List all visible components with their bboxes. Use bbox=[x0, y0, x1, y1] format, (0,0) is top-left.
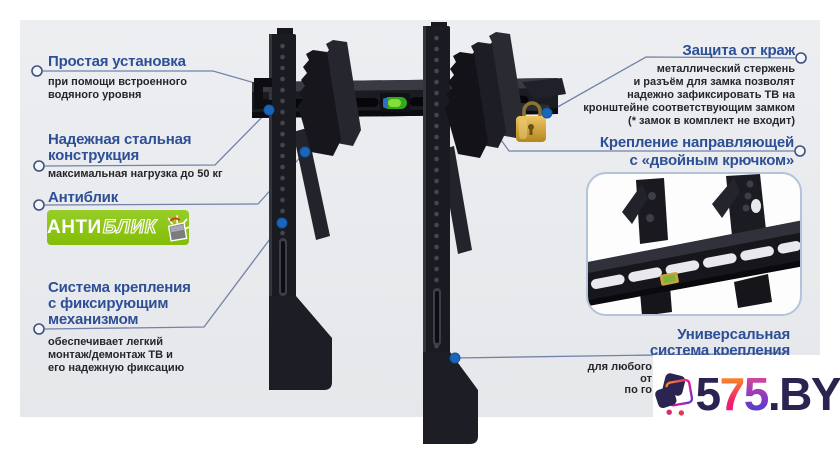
callout-subtext: от bbox=[640, 372, 652, 385]
callout-title: Защита от краж bbox=[682, 42, 795, 59]
callout-subtext: надежно зафиксировать ТВ на bbox=[627, 89, 795, 101]
callout-theft-protection: Защита от краж металлический стержень и … bbox=[583, 43, 795, 128]
callout-subtext: (* замок в комплект не входит) bbox=[628, 115, 795, 127]
double-hook-detail-photo bbox=[586, 172, 802, 316]
callout-subtext: по го bbox=[624, 384, 652, 396]
callout-subtext: кронштейне соответствующим замком bbox=[583, 102, 795, 114]
callout-title: Простая установка bbox=[48, 53, 186, 70]
callout-subtext: обеспечивает легкий bbox=[48, 336, 163, 348]
callout-title: Универсальная bbox=[677, 326, 790, 343]
callout-title: с «двойным крючком» bbox=[629, 152, 795, 169]
logo-digit: 7 bbox=[719, 368, 746, 420]
logo-suffix: .BY bbox=[767, 368, 840, 420]
cart-logo-icon bbox=[655, 373, 694, 416]
callout-fixing-mechanism: Система крепления с фиксирующим механизм… bbox=[48, 280, 191, 375]
logo-digit: 5 bbox=[695, 368, 722, 420]
callout-title: Антиблик bbox=[48, 189, 119, 206]
callout-title: с фиксирующим bbox=[48, 295, 169, 312]
callout-steel-construction: Надежная стальная конструкция максимальн… bbox=[48, 132, 223, 181]
callout-title: Система крепления bbox=[48, 279, 191, 296]
sparkle-screen-icon bbox=[167, 214, 189, 242]
callout-subtext: максимальная нагрузка до 50 кг bbox=[48, 168, 223, 180]
callout-antiglare: Антиблик bbox=[48, 190, 118, 206]
logo-digit: 5 bbox=[743, 368, 770, 420]
callout-subtext: его надежную фиксацию bbox=[48, 362, 185, 374]
callout-subtext: для любого bbox=[587, 361, 652, 373]
callout-double-hook: Крепление направляющей с «двойным крючко… bbox=[600, 135, 794, 169]
callout-title: механизмом bbox=[48, 311, 139, 328]
callout-title: Крепление направляющей bbox=[599, 134, 794, 151]
callout-title: конструкция bbox=[48, 147, 140, 164]
badge-text-blik: БЛИК bbox=[102, 216, 157, 238]
badge-text-anti: АНТИ bbox=[47, 216, 102, 238]
callout-subtext: водяного уровня bbox=[48, 89, 142, 101]
callout-title: Надежная стальная bbox=[48, 131, 192, 148]
callout-universal-mounting: Универсальная система крепления bbox=[650, 327, 790, 359]
callout-subtext: и разъём для замка позволят bbox=[633, 76, 795, 88]
callout-title: система крепления bbox=[649, 342, 790, 359]
callout-universal-subtext: для любого от по го bbox=[587, 361, 652, 397]
callout-subtext: при помощи встроенного bbox=[48, 76, 187, 88]
callout-subtext: металлический стержень bbox=[656, 63, 795, 75]
callout-subtext: монтаж/демонтаж ТВ и bbox=[48, 349, 173, 361]
double-hook-detail-icon bbox=[588, 174, 800, 314]
callout-easy-install: Простая установка при помощи встроенного… bbox=[48, 54, 187, 102]
